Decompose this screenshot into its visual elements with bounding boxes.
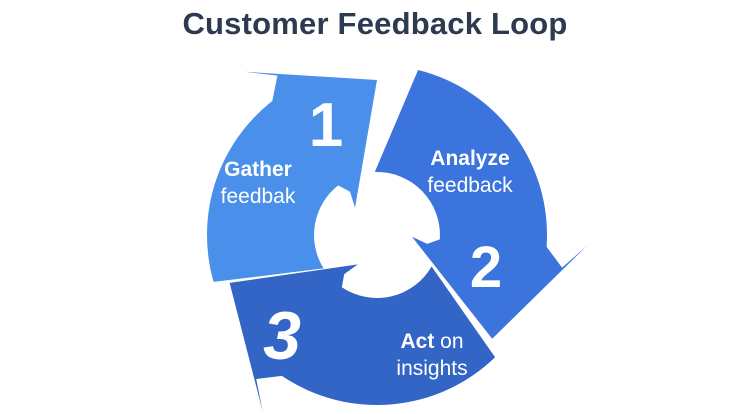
cycle-arrow-segment-1	[206, 71, 377, 282]
step-label-1-part: feedbak	[220, 185, 296, 208]
step-number-3: 3	[263, 298, 301, 374]
cycle-arrow-segment-2	[374, 70, 587, 339]
step-label-3-part: Act	[400, 330, 435, 353]
page-title: Customer Feedback Loop	[182, 6, 568, 41]
step-label-3-part: on	[434, 330, 464, 353]
step-label-1-part: Gather	[224, 158, 292, 181]
step-label-2-part: feedback	[427, 174, 513, 197]
step-label-3: Act on insights	[396, 328, 467, 382]
cycle-arrow-segment-3	[229, 264, 496, 412]
step-number-1: 1	[308, 91, 344, 160]
step-label-1: Gather feedbak	[221, 156, 296, 210]
step-number-2: 2	[469, 235, 503, 300]
step-label-3-part: insights	[396, 357, 468, 380]
step-label-2-part: Analyze	[430, 147, 510, 170]
step-label-2: Analyze feedback	[427, 145, 512, 199]
